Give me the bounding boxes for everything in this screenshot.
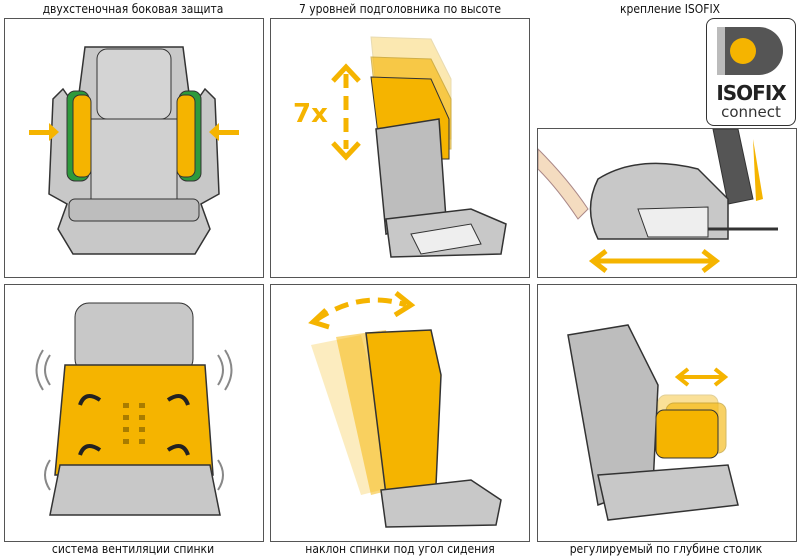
vertical-arrow-icon (331, 63, 361, 161)
caption-side-protection: двухстеночная боковая защита (42, 2, 224, 16)
isofix-logo-mark (717, 27, 783, 75)
arrow-left-icon (209, 123, 239, 141)
ventilation-illustration (35, 302, 233, 516)
panel-side-protection (4, 18, 264, 278)
seat-front-illustration (29, 46, 239, 255)
isofix-logo-text: ISOFIX (716, 81, 786, 105)
airflow-arrows-icon (78, 394, 190, 456)
caption-headrest-levels: 7 уровней подголовника по высоте (298, 2, 501, 16)
curved-arrow-icon (308, 291, 416, 330)
panel-recline (270, 284, 530, 542)
caption-table: регулируемый по глубине столик (569, 542, 763, 556)
panel-ventilation (4, 284, 264, 542)
isofix-logo-subtext: connect (721, 103, 781, 121)
seat-side-illustration: 7x (293, 36, 507, 258)
horizontal-arrow-icon (674, 367, 729, 387)
panel-table (537, 284, 797, 542)
caption-isofix: крепление ISOFIX (619, 2, 721, 16)
recline-illustration (308, 291, 502, 528)
horizontal-arrow-icon (588, 249, 721, 273)
caption-ventilation: система вентиляции спинки (51, 542, 215, 556)
headrest-multiplier: 7x (293, 99, 328, 129)
isofix-logo: ISOFIX connect (706, 18, 796, 126)
isofix-base-illustration (538, 129, 778, 273)
table-illustration (567, 324, 739, 521)
vent-holes (123, 403, 145, 444)
panel-isofix (537, 128, 797, 278)
arrow-right-icon (29, 123, 59, 141)
caption-recline: наклон спинки под угол сидения (305, 542, 495, 556)
panel-headrest-levels: 7x (270, 18, 530, 278)
